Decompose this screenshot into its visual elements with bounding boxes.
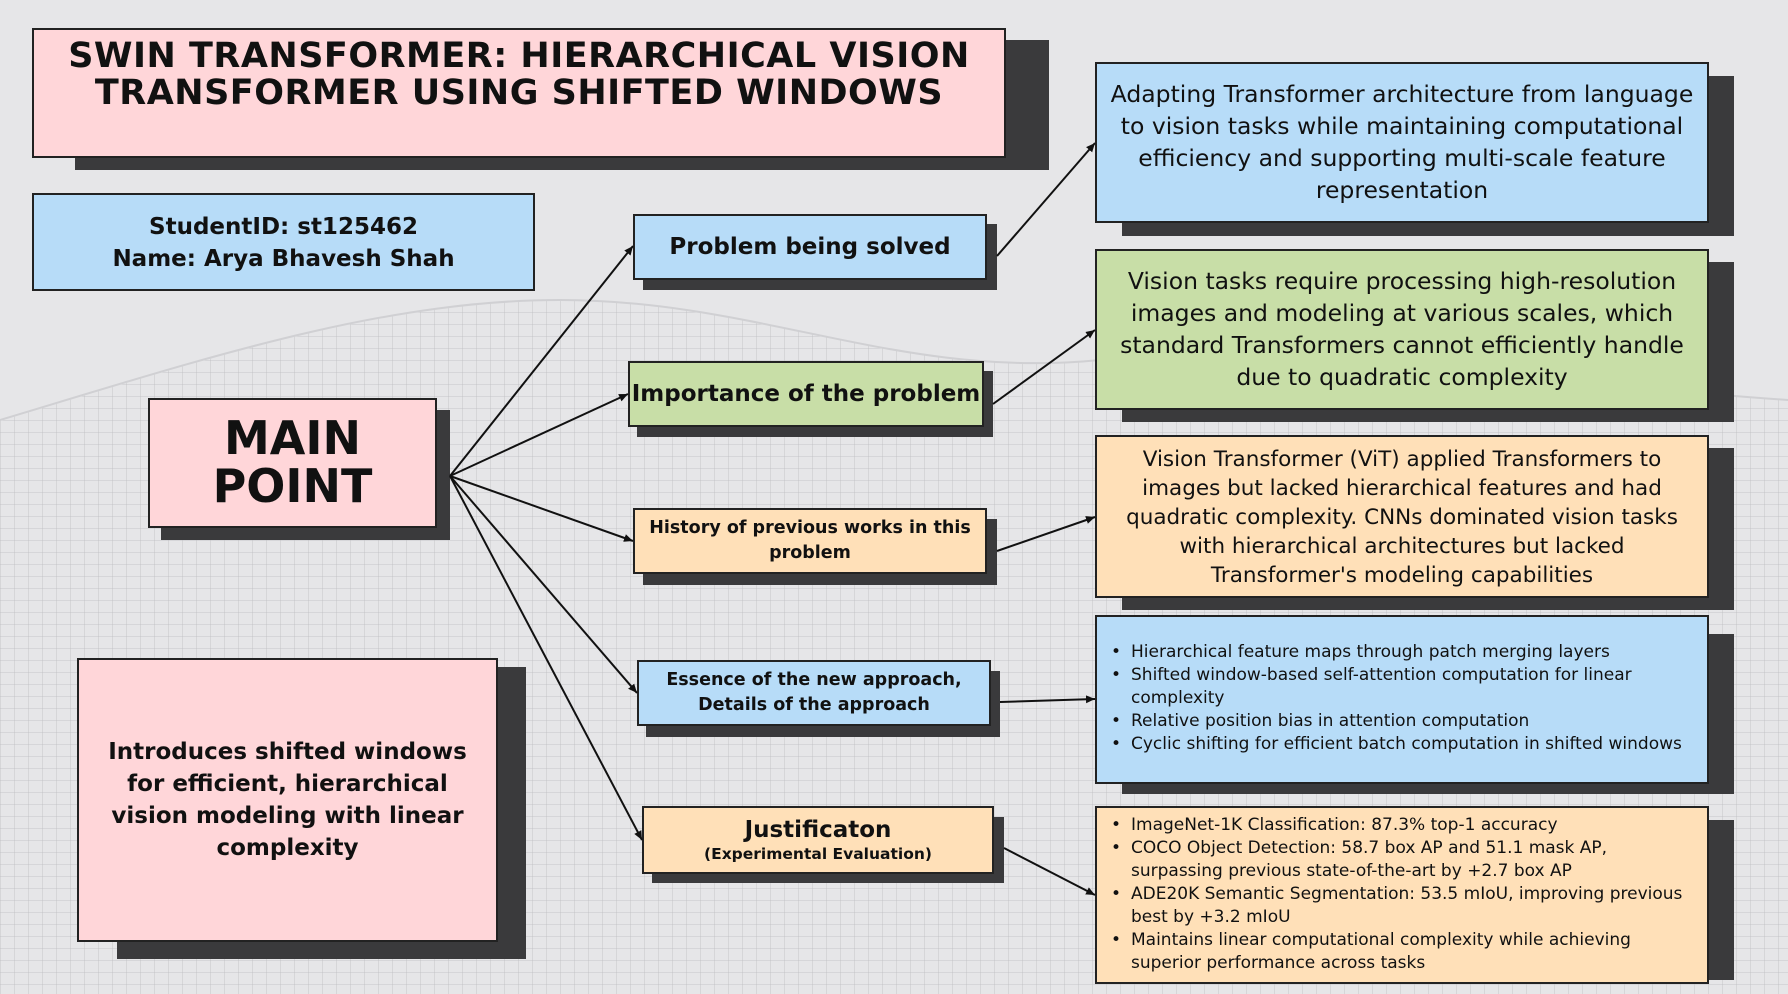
problem-detail-text: Adapting Transformer architecture from l… bbox=[1110, 80, 1694, 204]
arrow-main-to-problem bbox=[449, 245, 634, 477]
history-node: History of previous works in this proble… bbox=[633, 508, 987, 574]
arrow-importance-to-detail bbox=[992, 329, 1096, 405]
justification-detail-list: ImageNet-1K Classification: 87.3% top-1 … bbox=[1097, 808, 1707, 975]
list-item: Cyclic shifting for efficient batch comp… bbox=[1111, 733, 1697, 756]
list-item: ADE20K Semantic Segmentation: 53.5 mIoU,… bbox=[1111, 883, 1697, 929]
list-item: COCO Object Detection: 58.7 box AP and 5… bbox=[1111, 837, 1697, 883]
arrow-main-to-history bbox=[449, 475, 634, 542]
main-point-box: MAIN POINT bbox=[148, 398, 437, 528]
student-id: StudentID: st125462 bbox=[149, 214, 418, 240]
justification-detail-box: ImageNet-1K Classification: 87.3% top-1 … bbox=[1095, 806, 1709, 984]
student-name: Name: Arya Bhavesh Shah bbox=[112, 246, 455, 272]
history-detail-text: Vision Transformer (ViT) applied Transfo… bbox=[1126, 447, 1678, 588]
justification-node-title: Justificaton bbox=[744, 817, 892, 843]
arrow-main-to-justification bbox=[449, 475, 643, 841]
justification-node: Justificaton (Experimental Evaluation) bbox=[642, 806, 994, 874]
list-item: Hierarchical feature maps through patch … bbox=[1111, 641, 1697, 664]
arrow-justification-to-detail bbox=[1003, 847, 1096, 896]
history-detail-box: Vision Transformer (ViT) applied Transfo… bbox=[1095, 435, 1709, 598]
list-item: Shifted window-based self-attention comp… bbox=[1111, 664, 1697, 710]
history-node-label: History of previous works in this proble… bbox=[649, 518, 971, 563]
list-item: Maintains linear computational complexit… bbox=[1111, 929, 1697, 975]
main-point-label: MAIN POINT bbox=[212, 411, 373, 513]
importance-node: Importance of the problem bbox=[628, 361, 984, 427]
arrow-main-to-importance bbox=[449, 393, 629, 477]
arrow-problem-to-detail bbox=[996, 142, 1096, 257]
justification-node-subtitle: (Experimental Evaluation) bbox=[704, 845, 932, 863]
importance-node-label: Importance of the problem bbox=[631, 381, 981, 407]
problem-node: Problem being solved bbox=[633, 214, 987, 280]
page-title: SWIN TRANSFORMER: HIERARCHICAL VISION TR… bbox=[68, 36, 970, 113]
problem-node-label: Problem being solved bbox=[669, 234, 951, 260]
arrow-main-to-essence bbox=[449, 475, 638, 694]
summary-box: Introduces shifted windows for efficient… bbox=[77, 658, 498, 942]
student-info-box: StudentID: st125462 Name: Arya Bhavesh S… bbox=[32, 193, 535, 291]
essence-node-label: Essence of the new approach, Details of … bbox=[666, 670, 962, 715]
arrow-essence-to-detail bbox=[999, 695, 1096, 704]
summary-text: Introduces shifted windows for efficient… bbox=[108, 739, 467, 861]
importance-detail-box: Vision tasks require processing high-res… bbox=[1095, 249, 1709, 410]
essence-detail-list: Hierarchical feature maps through patch … bbox=[1097, 617, 1707, 756]
problem-detail-box: Adapting Transformer architecture from l… bbox=[1095, 62, 1709, 223]
importance-detail-text: Vision tasks require processing high-res… bbox=[1120, 267, 1684, 391]
essence-detail-box: Hierarchical feature maps through patch … bbox=[1095, 615, 1709, 784]
arrow-history-to-detail bbox=[996, 516, 1096, 552]
list-item: Relative position bias in attention comp… bbox=[1111, 710, 1697, 733]
title-box: SWIN TRANSFORMER: HIERARCHICAL VISION TR… bbox=[32, 28, 1006, 158]
essence-node: Essence of the new approach, Details of … bbox=[637, 660, 991, 726]
list-item: ImageNet-1K Classification: 87.3% top-1 … bbox=[1111, 814, 1697, 837]
